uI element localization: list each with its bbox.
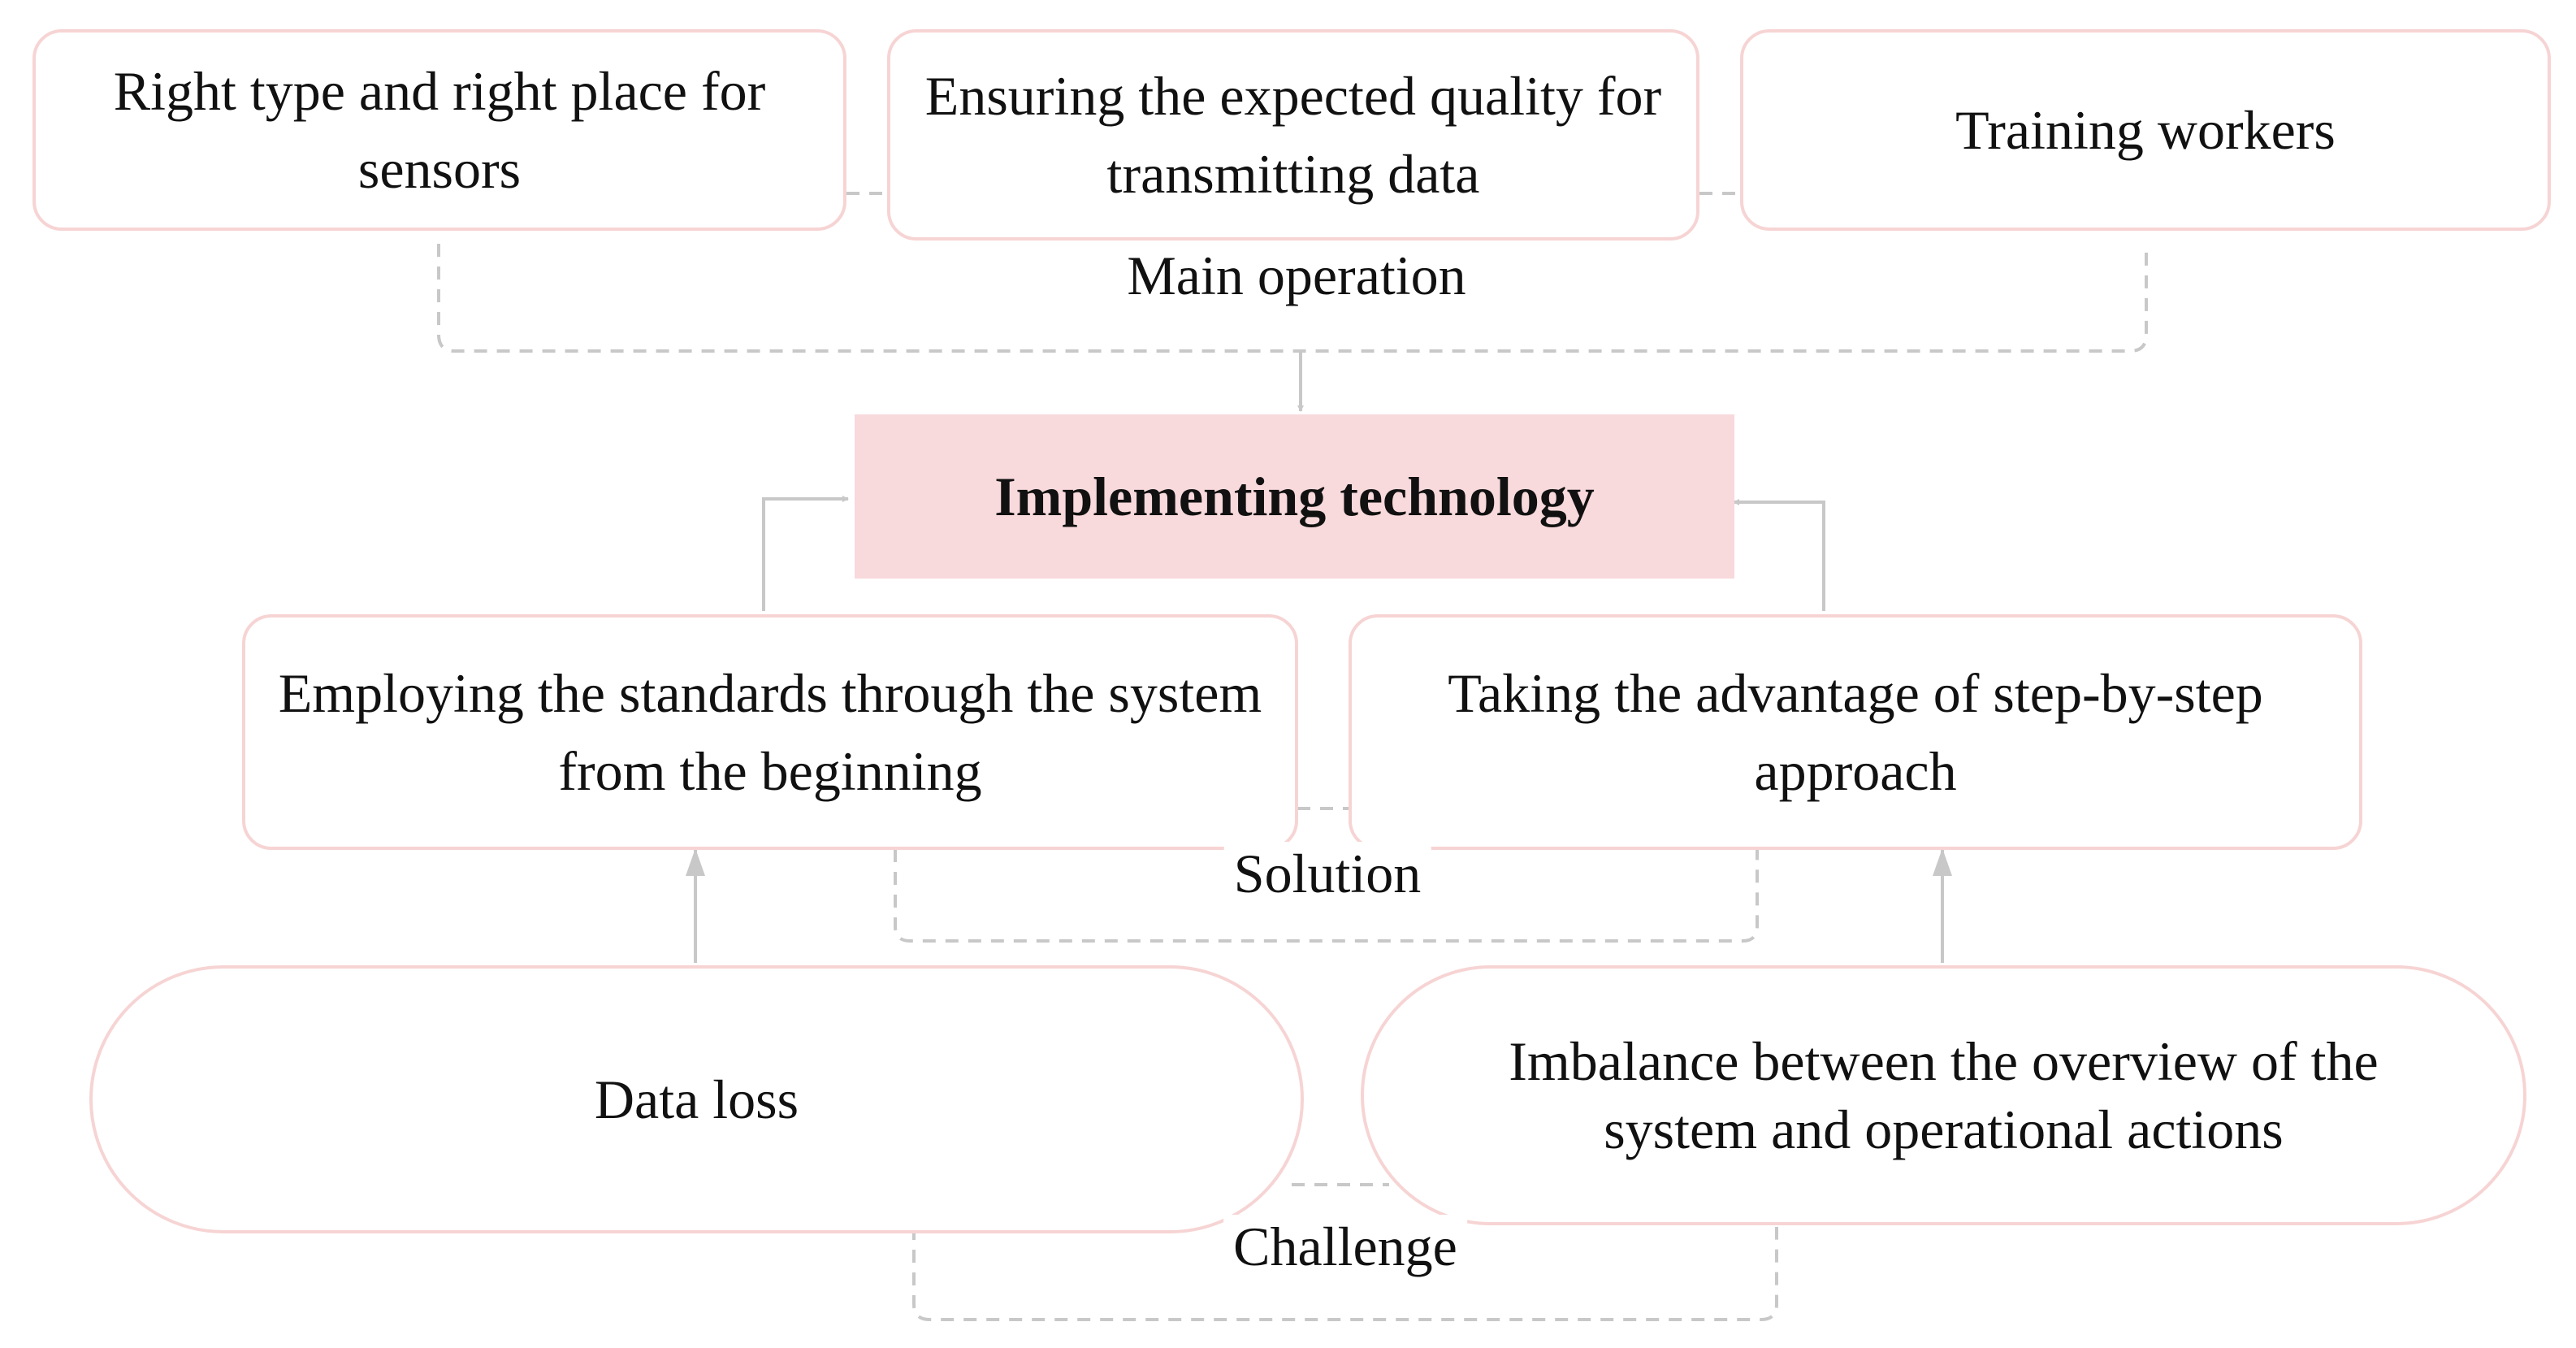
arrow-solution-left-to-center	[762, 496, 849, 611]
solution-label: Solution	[1223, 842, 1431, 906]
challenge-item-imbalance-text: Imbalance between the overview of the sy…	[1509, 1030, 2379, 1160]
arrowhead-challenge-left	[686, 848, 705, 876]
main-operation-item-data-quality: Ensuring the expected quality for transm…	[887, 29, 1699, 241]
solution-item-standards: Employing the standards through the syst…	[242, 614, 1298, 850]
challenge-item-imbalance: Imbalance between the overview of the sy…	[1361, 965, 2526, 1225]
challenge-label: Challenge	[1223, 1215, 1467, 1279]
main-operation-item-sensors-text: Right type and right place for sensors	[113, 60, 766, 200]
solution-item-step-by-step: Taking the advantage of step-by-step app…	[1349, 614, 2362, 850]
solution-item-step-by-step-text: Taking the advantage of step-by-step app…	[1448, 662, 2263, 802]
challenge-item-data-loss-text: Data loss	[594, 1068, 799, 1130]
challenge-item-data-loss: Data loss	[89, 965, 1304, 1233]
arrowhead-challenge-right	[1933, 848, 1952, 876]
main-operation-item-sensors: Right type and right place for sensors	[32, 29, 846, 231]
center-node: Implementing technology	[855, 414, 1734, 579]
main-operation-label: Main operation	[1117, 244, 1476, 308]
center-node-label: Implementing technology	[994, 465, 1595, 527]
main-operation-bracket	[437, 244, 2148, 353]
arrow-solution-right-to-center	[1733, 499, 1825, 611]
main-operation-item-data-quality-text: Ensuring the expected quality for transm…	[924, 65, 1662, 205]
main-operation-item-training-text: Training workers	[1955, 99, 2336, 161]
solution-item-standards-text: Employing the standards through the syst…	[278, 662, 1262, 802]
main-operation-item-training: Training workers	[1740, 29, 2551, 231]
